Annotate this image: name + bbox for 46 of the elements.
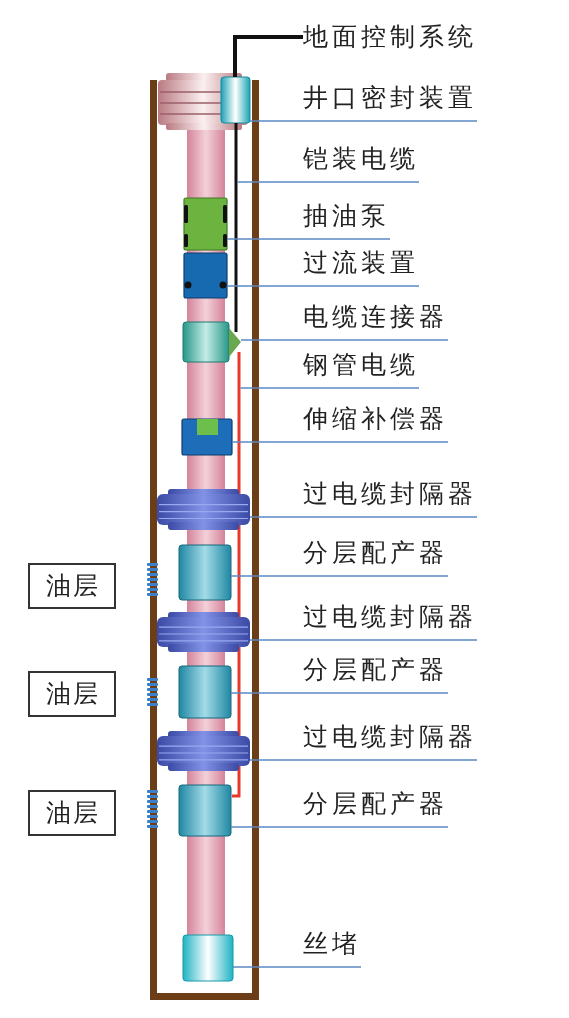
part-label: 井口密封装置: [303, 83, 477, 119]
leader-line: [236, 181, 420, 183]
leader-line: [249, 120, 478, 122]
leader-line: [226, 238, 391, 240]
part-label: 过电缆封隔器: [303, 479, 477, 515]
layer-label: 油层: [28, 790, 116, 836]
distributor-cylinder: [178, 544, 232, 601]
packer-disc-stack: [157, 612, 250, 652]
layer-label: 油层: [28, 671, 116, 717]
part-label: 抽油泵: [303, 201, 390, 237]
leader-line: [240, 339, 449, 341]
part-label: 电缆连接器: [303, 302, 448, 338]
layer-label: 油层: [28, 563, 116, 609]
connector-cylinder: [182, 321, 241, 363]
distributor-cylinder: [178, 665, 232, 719]
part-label: 分层配产器: [303, 538, 448, 574]
leader-line: [249, 759, 478, 761]
part-label: 分层配产器: [303, 789, 448, 825]
packer-disc-stack: [157, 731, 250, 771]
leader-line: [249, 639, 478, 641]
leader-line: [239, 387, 420, 389]
part-label: 过流装置: [303, 248, 419, 284]
leader-line: [231, 441, 449, 443]
armored-cable: [234, 123, 238, 332]
distributor-cylinder: [178, 784, 232, 837]
part-label: 过电缆封隔器: [303, 602, 477, 638]
part-label: 钢管电缆: [303, 350, 419, 386]
part-label: 地面控制系统: [303, 22, 477, 52]
leader-line: [230, 692, 449, 694]
flow-device-block: [183, 252, 228, 299]
leader-line: [249, 516, 478, 518]
compensator-block: [181, 418, 233, 456]
part-label: 铠装电缆: [303, 144, 419, 180]
seal-cylinder: [220, 76, 251, 124]
part-label: 过电缆封隔器: [303, 722, 477, 758]
part-label: 丝堵: [303, 929, 361, 965]
cable-line: [233, 35, 303, 77]
part-label: 伸缩补偿器: [303, 404, 448, 440]
leader-line: [226, 285, 420, 287]
leader-line: [230, 575, 449, 577]
leader-line: [230, 826, 449, 828]
leader-line: [232, 966, 362, 968]
part-label: 分层配产器: [303, 655, 448, 691]
pump-block: [183, 197, 228, 251]
plug-cylinder: [182, 934, 234, 982]
packer-disc-stack: [157, 489, 250, 530]
